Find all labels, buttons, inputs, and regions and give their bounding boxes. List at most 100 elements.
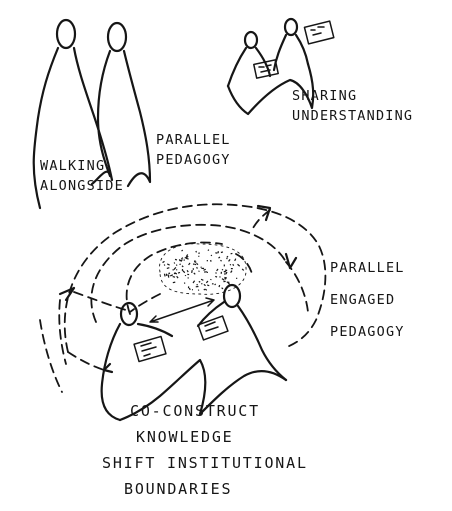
speckle [218,251,219,253]
speckle [222,269,224,271]
speckle [215,252,217,254]
speckle [204,271,207,272]
speckle [219,276,220,277]
speckle [215,276,217,278]
label-parallel-pedagogy: PARALLEL PEDAGOGY [156,130,231,170]
speckle [170,274,173,276]
speckle [162,261,165,263]
speckle [198,252,200,254]
speckle [178,272,180,274]
label-sharing-understanding: SHARING UNDERSTANDING [292,86,413,126]
speckle [236,278,237,279]
speckle [232,264,234,266]
speckle [179,263,181,265]
speckle [230,264,232,265]
speckle [194,264,196,266]
document-icon [134,336,166,361]
speckle [167,263,170,265]
speckle [231,268,233,269]
speckle [224,271,226,272]
speckle [193,273,195,275]
speckle [173,282,176,284]
speckle [234,258,236,261]
speckle [188,263,190,266]
speckle [185,275,186,276]
speckle [182,269,183,271]
speckle [198,289,200,290]
speckle [237,264,240,267]
speckle [196,267,198,269]
speckle [201,268,204,269]
speckle [174,262,176,264]
speckle [221,251,223,253]
speckle [226,258,228,260]
document-icon [304,21,333,44]
speckle [179,259,180,260]
speckle [203,289,205,291]
speckle [164,264,166,266]
speckle [172,276,175,278]
speckle [176,264,178,266]
speckle [221,272,222,274]
speckle [198,256,199,257]
figure-right [274,19,308,70]
speckle [187,270,189,272]
speckle [187,274,189,275]
speckle [175,259,177,261]
speckle [218,257,220,259]
speckle [218,285,220,287]
speckle [230,270,232,273]
figure-left [228,32,270,86]
speckle [181,250,183,252]
speckle [167,274,169,276]
speckle [215,272,217,274]
figure-right [224,285,286,380]
speckle [224,273,226,275]
speckle [183,259,185,261]
speckle [231,253,233,254]
speckle [203,269,206,271]
speckle [168,273,170,275]
speckle [207,272,208,273]
speckle [242,269,244,271]
speckle [210,279,211,280]
speckle [220,260,222,262]
speckle [193,263,195,265]
speckle [176,276,178,279]
speckle [184,282,185,283]
speckle [186,258,189,260]
speckle [216,269,218,272]
speckle [207,260,208,261]
speckle [201,279,204,281]
speckle [200,266,201,268]
speckle [189,288,191,290]
speckle [207,284,209,286]
speckle [210,260,212,262]
speckle [228,259,231,262]
speckle [221,287,223,289]
speckle [174,267,177,270]
speckle [196,284,198,286]
speckle [226,256,228,258]
dashed-loops [40,204,325,392]
speckle [166,274,167,276]
speckle [225,270,227,272]
speckle [227,282,230,283]
speckle [205,289,207,291]
speckle [204,284,206,286]
label-walking-alongside: WALKING ALONGSIDE [40,156,124,196]
speckle [193,280,196,283]
knowledge-cloud [160,244,247,295]
speckle [181,257,183,259]
speckle [164,274,166,277]
speckle [206,281,209,284]
speckle [195,251,197,253]
speckle [223,281,225,282]
speckle [168,276,170,278]
speckle [199,281,201,283]
speckle [196,263,198,265]
speckle [182,265,184,267]
speckle [214,283,216,285]
speckle [191,270,193,273]
